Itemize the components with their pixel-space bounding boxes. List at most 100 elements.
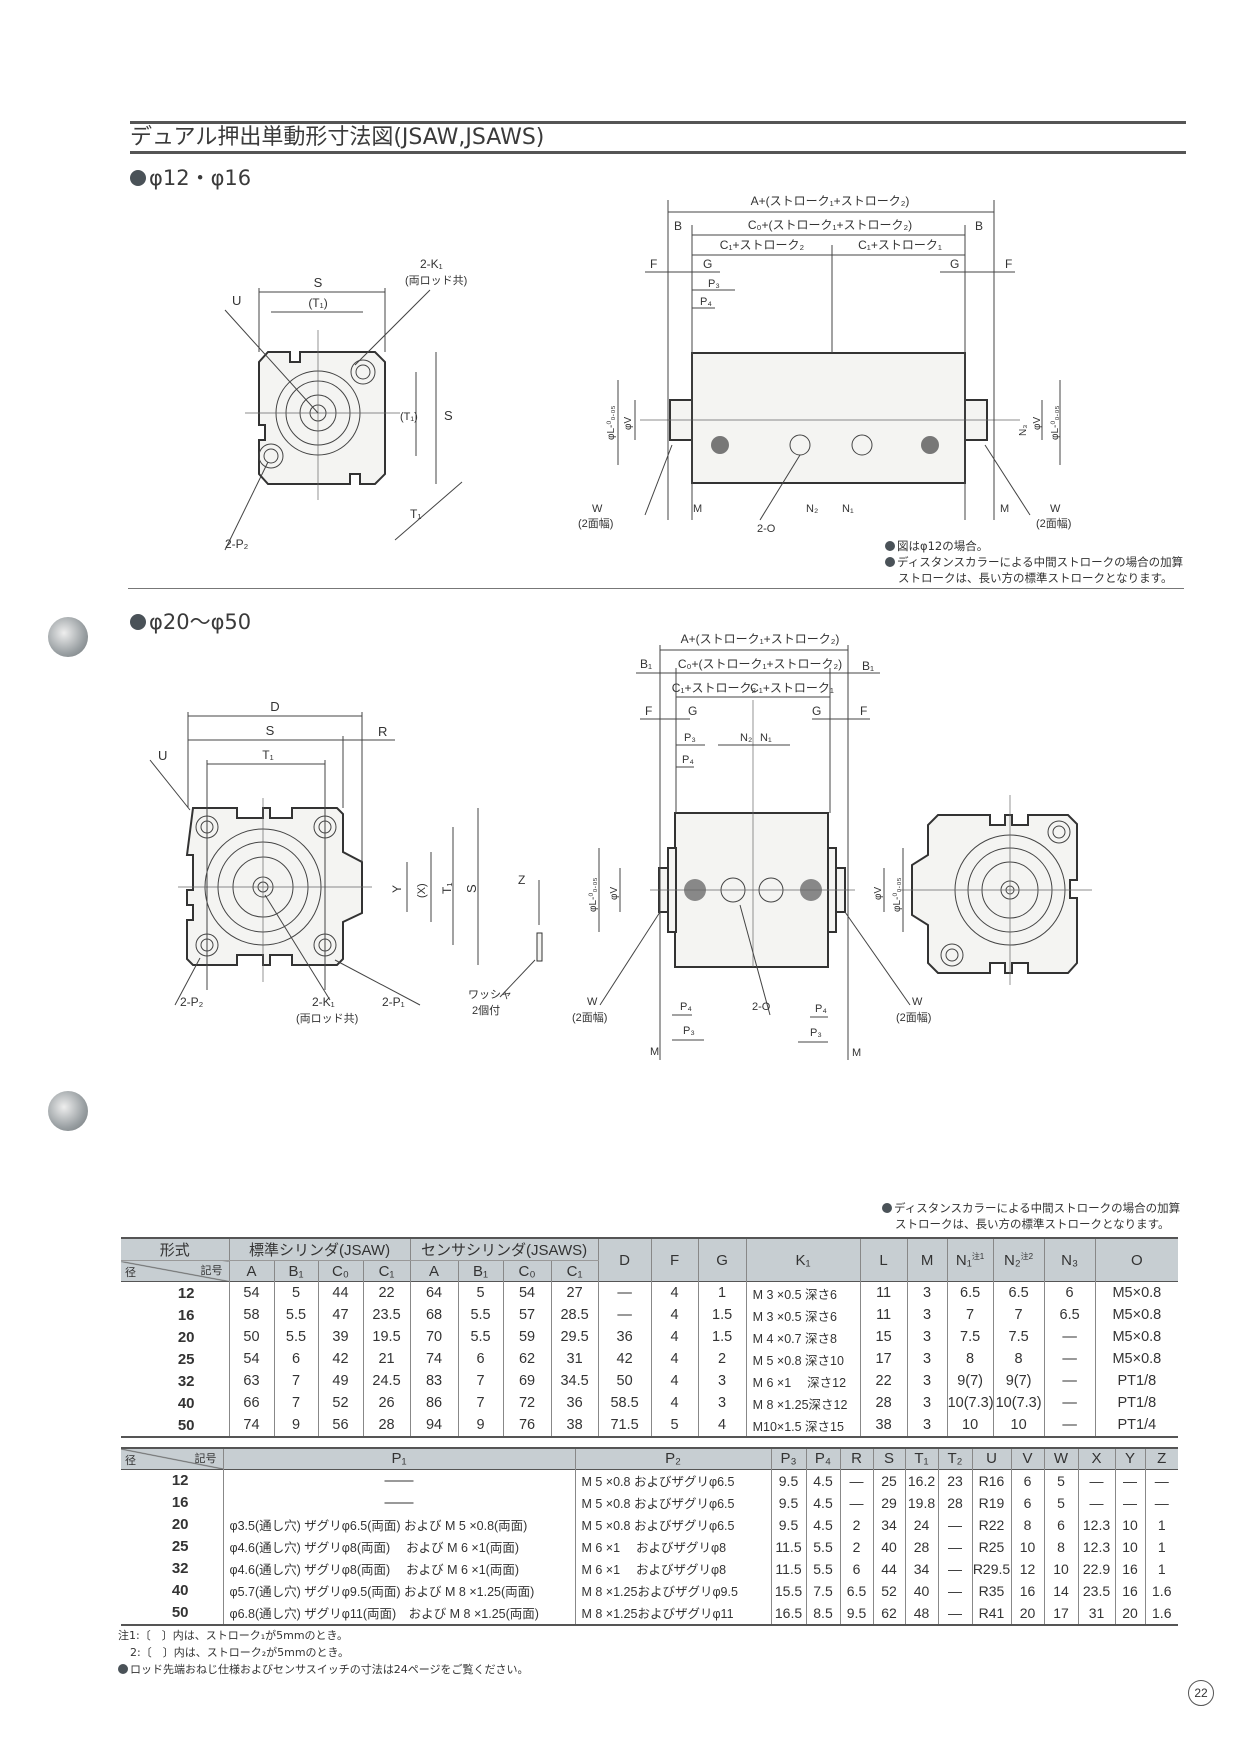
- value-cell: 52: [872, 1579, 905, 1602]
- header-bore-symbol: 径記号: [121, 1448, 223, 1469]
- value-cell: R16: [971, 1469, 1011, 1492]
- dim-label: C₁+ストローク₁: [858, 238, 942, 252]
- dim-label: C₀+(ストローク₁+ストローク₂): [748, 218, 912, 232]
- section-heading-20-50: φ20～φ50: [130, 606, 251, 636]
- value-cell: 12.3: [1077, 1535, 1115, 1558]
- value-cell: 7: [457, 1370, 504, 1392]
- value-cell: 44: [317, 1281, 363, 1304]
- header-col: T₁: [904, 1448, 938, 1469]
- value-cell: 5.5: [273, 1304, 318, 1326]
- value-cell: 4: [650, 1281, 699, 1304]
- value-cell: 40: [904, 1579, 938, 1602]
- value-cell: 48: [904, 1601, 938, 1625]
- bore-cell: 25: [177, 1350, 195, 1368]
- value-cell: M 4 ×0.7 深さ8: [745, 1326, 861, 1348]
- value-cell: 38: [859, 1414, 908, 1437]
- value-cell: 6: [457, 1348, 504, 1370]
- value-cell: M5×0.8: [1094, 1348, 1179, 1370]
- value-cell: 3: [906, 1281, 948, 1304]
- value-cell: 9.5: [770, 1469, 806, 1492]
- dim-label: 2-O: [752, 1001, 771, 1013]
- value-cell: —: [937, 1535, 972, 1558]
- header-col: C₁: [362, 1260, 411, 1282]
- value-cell: 71.5: [597, 1414, 652, 1437]
- value-cell: 5.5: [805, 1535, 840, 1558]
- dim-label: (2面幅): [896, 1011, 931, 1024]
- value-cell: 56: [317, 1414, 363, 1437]
- value-cell: 11: [859, 1281, 908, 1304]
- value-cell: 7: [273, 1392, 318, 1414]
- dim-label: 2-K₁: [420, 257, 443, 271]
- value-cell: 1.6: [1144, 1579, 1178, 1602]
- value-cell: 5: [1043, 1491, 1078, 1514]
- dim-label: 2-O: [757, 523, 776, 535]
- dim-label: (両ロッド共): [405, 274, 467, 287]
- value-cell: 5.5: [273, 1326, 318, 1348]
- value-cell: —: [937, 1557, 972, 1580]
- value-cell: 34.5: [550, 1370, 599, 1392]
- front-view-12-16: S (T₁) U 2-K₁ (両ロッド共) S (T₁) T₁ 2-P₂: [224, 257, 467, 551]
- value-cell: 22: [362, 1281, 411, 1304]
- dim-label: (T₁): [400, 411, 418, 423]
- value-cell: 16: [1114, 1557, 1145, 1580]
- header-col: C₀: [502, 1260, 552, 1282]
- side-view-20-50: A+(ストローク₁+ストローク₂) B₁ B₁ C₀+(ストローク₁+ストローク…: [572, 632, 931, 1060]
- value-cell: 28: [859, 1392, 908, 1414]
- dim-label: (両ロッド共): [296, 1012, 358, 1025]
- value-cell: 28: [937, 1491, 972, 1514]
- dim-label: B₁: [640, 657, 652, 671]
- value-cell: 4: [650, 1348, 699, 1370]
- value-cell: 5: [457, 1281, 504, 1304]
- dim-label: M: [1000, 503, 1009, 515]
- header-col: K₁: [745, 1238, 861, 1282]
- value-cell: M 5 ×0.8 深さ10: [745, 1348, 861, 1370]
- value-cell: 15.5: [770, 1579, 806, 1602]
- dimension-table-1: 形式 標準シリンダ(JSAW) センサシリンダ(JSAWS) D F G K₁ …: [121, 1237, 1179, 1438]
- value-cell: 50: [228, 1326, 274, 1348]
- value-cell: 28.5: [550, 1304, 599, 1326]
- value-cell: —: [1114, 1469, 1145, 1492]
- value-cell: 28: [904, 1535, 938, 1558]
- dim-label: F: [860, 704, 867, 718]
- value-cell: 5.5: [457, 1326, 504, 1348]
- dim-label: W: [587, 996, 598, 1008]
- value-cell: 10(7.3): [992, 1392, 1045, 1414]
- bore-cell: 40: [177, 1394, 195, 1412]
- value-cell: R29.5: [971, 1557, 1011, 1580]
- value-cell: 6: [1010, 1491, 1044, 1514]
- dim-label: T₁: [262, 748, 273, 762]
- dim-label: (T₁): [308, 296, 327, 310]
- dim-label: M: [650, 1046, 659, 1058]
- value-cell: 1.6: [1144, 1601, 1178, 1625]
- dim-label: U: [158, 748, 167, 763]
- footnote: 2:〔 〕内は、ストローク₂が5mmのとき。: [130, 1646, 349, 1659]
- dim-label: B: [975, 219, 983, 233]
- value-cell: 8: [992, 1348, 1045, 1370]
- value-cell: 9.5: [839, 1601, 873, 1625]
- value-cell: 3: [906, 1348, 948, 1370]
- value-cell: 10(7.3): [946, 1392, 994, 1414]
- dim-label: F: [650, 257, 657, 271]
- value-cell: M5×0.8: [1094, 1304, 1179, 1326]
- value-cell: 83: [409, 1370, 459, 1392]
- value-cell: 66: [228, 1392, 274, 1414]
- header-col: D: [597, 1238, 652, 1282]
- value-cell: M 5 ×0.8 およびザグリφ6.5: [574, 1513, 771, 1536]
- value-cell: 47: [317, 1304, 363, 1326]
- value-cell: 2: [697, 1348, 747, 1370]
- dim-label: A+(ストローク₁+ストローク₂): [681, 632, 840, 646]
- value-cell: M 3 ×0.5 深さ6: [745, 1304, 861, 1326]
- dim-label: C₁+ストローク₁: [750, 681, 834, 695]
- header-col: F: [650, 1238, 699, 1282]
- header-text: N₂: [1004, 1252, 1021, 1269]
- footnote-ref: 注2: [1020, 1252, 1034, 1261]
- value-cell: 4.5: [805, 1491, 840, 1514]
- value-cell: R22: [971, 1513, 1011, 1536]
- value-cell: 86: [409, 1392, 459, 1414]
- value-cell: 2: [839, 1513, 873, 1536]
